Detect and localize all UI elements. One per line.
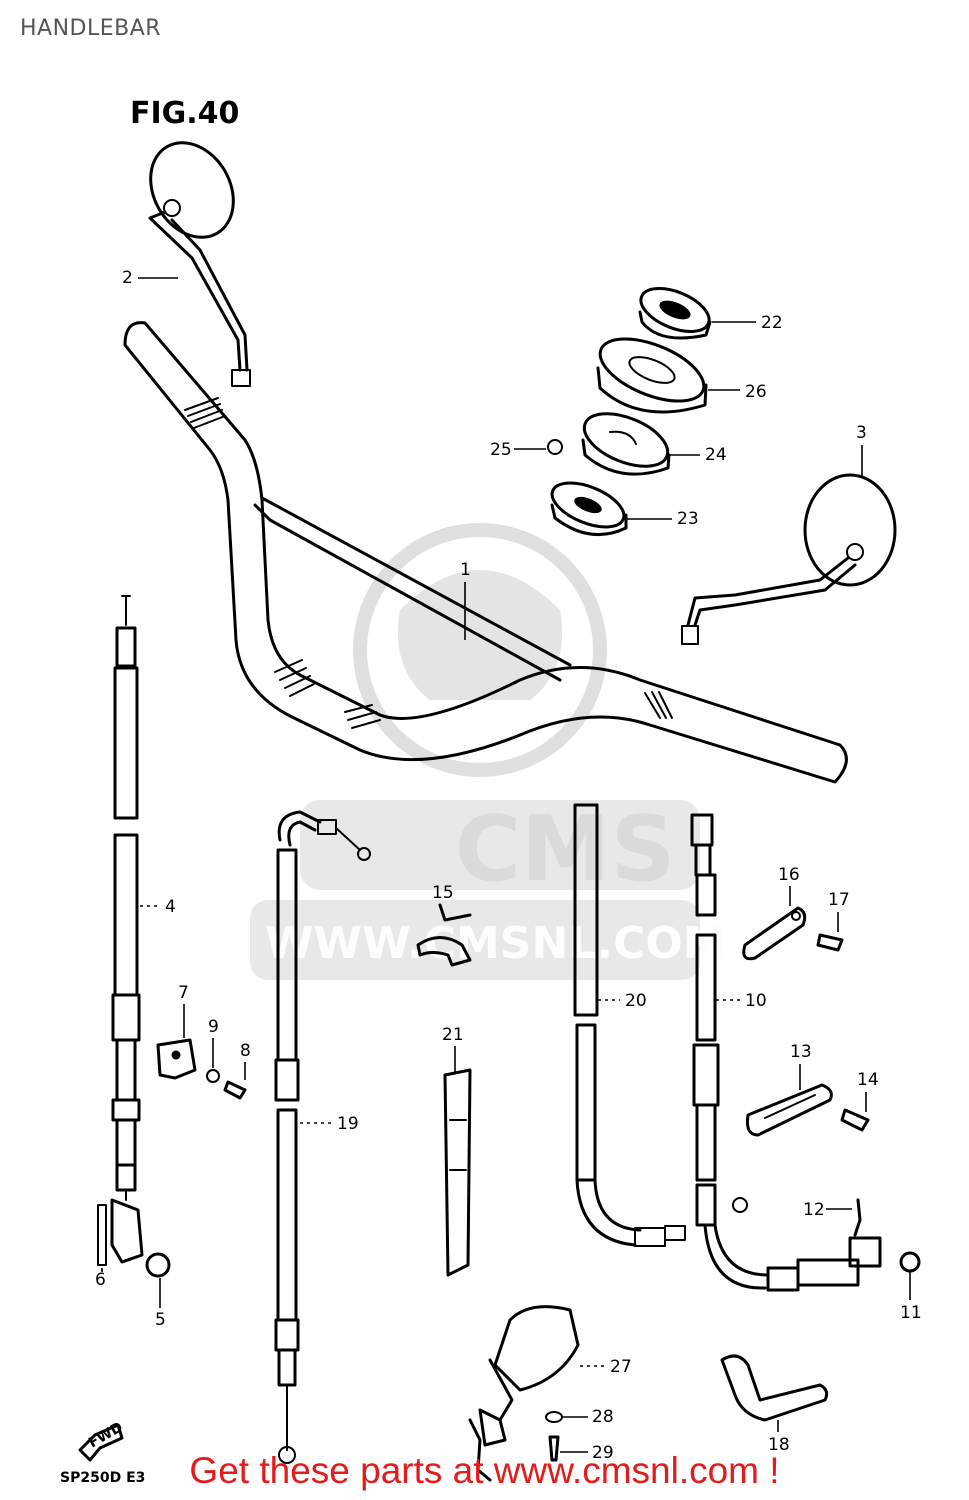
part-12-pin[interactable]: [853, 1198, 862, 1237]
part-3-right-mirror[interactable]: [681, 473, 897, 645]
part-1-handlebar[interactable]: [123, 321, 848, 784]
callout-21: 21: [442, 1025, 464, 1045]
part-29-screw[interactable]: [548, 1435, 560, 1462]
part-22-cap[interactable]: [635, 280, 715, 340]
part-4-throttle-cable[interactable]: [111, 595, 141, 1201]
callout-5: 5: [155, 1310, 166, 1330]
part-15-clamp[interactable]: [416, 903, 472, 967]
callout-26: 26: [745, 382, 767, 402]
callout-29: 29: [592, 1443, 614, 1463]
callout-3: 3: [856, 423, 867, 443]
callout-17: 17: [828, 890, 850, 910]
callout-11: 11: [900, 1303, 922, 1323]
callout-24: 24: [705, 445, 727, 465]
part-16-clamp[interactable]: [742, 906, 807, 961]
part-28-washer[interactable]: [545, 1411, 563, 1423]
part-23-washer[interactable]: [546, 474, 630, 536]
part-13-bracket[interactable]: [746, 1083, 833, 1137]
part-10-clutch-cable[interactable]: [690, 813, 770, 1290]
part-20-cable[interactable]: [573, 803, 686, 1247]
callout-20: 20: [625, 991, 647, 1011]
part-11-adjuster[interactable]: [766, 1236, 921, 1292]
part-26-rubber-cushion[interactable]: [592, 326, 713, 414]
callout-10: 10: [745, 991, 767, 1011]
part-7-guide[interactable]: [156, 1038, 197, 1080]
callout-25: 25: [490, 440, 512, 460]
callouts: 2 1 22 26 24 25 23 3 4 7 9 8 6: [95, 268, 922, 1463]
callout-16: 16: [778, 865, 800, 885]
part-24-rubber-cushion[interactable]: [577, 403, 675, 477]
callout-13: 13: [790, 1042, 812, 1062]
part-19-cable[interactable]: [274, 810, 371, 1464]
part-6-pin[interactable]: [97, 1204, 107, 1266]
callout-1: 1: [460, 560, 471, 580]
callout-4: 4: [165, 897, 176, 917]
part-2-left-mirror[interactable]: [134, 128, 251, 387]
callout-15: 15: [432, 883, 454, 903]
callout-8: 8: [240, 1041, 251, 1061]
part-8-screw[interactable]: [223, 1080, 247, 1100]
callout-14: 14: [857, 1070, 879, 1090]
part-17-screw[interactable]: [816, 933, 844, 952]
part-21-strap[interactable]: [443, 1068, 472, 1277]
part-14-screw[interactable]: [840, 1108, 870, 1132]
callout-23: 23: [677, 509, 699, 529]
callout-9: 9: [208, 1017, 219, 1037]
part-18-bracket[interactable]: [720, 1354, 829, 1422]
callout-7: 7: [178, 983, 189, 1003]
figure-label: FIG.40: [130, 96, 239, 131]
page-title: HANDLEBAR: [20, 16, 162, 41]
part-9-washer[interactable]: [206, 1069, 220, 1083]
part-27-ignition-switch[interactable]: [468, 1305, 580, 1482]
callout-19: 19: [337, 1114, 359, 1134]
part-25-dowel[interactable]: [547, 439, 563, 455]
watermark-logo: CMS WWW.CMSNL.COM: [250, 523, 727, 980]
callout-18: 18: [768, 1435, 790, 1455]
callout-28: 28: [592, 1407, 614, 1427]
callout-6: 6: [95, 1270, 106, 1290]
callout-2: 2: [122, 268, 133, 288]
callout-22: 22: [761, 313, 783, 333]
model-code: SP250D E3: [60, 1470, 145, 1486]
watermark-url-text: WWW.CMSNL.COM: [265, 918, 727, 969]
watermark-logo-text: CMS: [455, 797, 675, 902]
callout-27: 27: [610, 1357, 632, 1377]
part-5-throttle-end[interactable]: [110, 1198, 171, 1278]
promo-link[interactable]: Get these parts at www.cmsnl.com !: [189, 1450, 780, 1491]
callout-12: 12: [803, 1200, 825, 1220]
